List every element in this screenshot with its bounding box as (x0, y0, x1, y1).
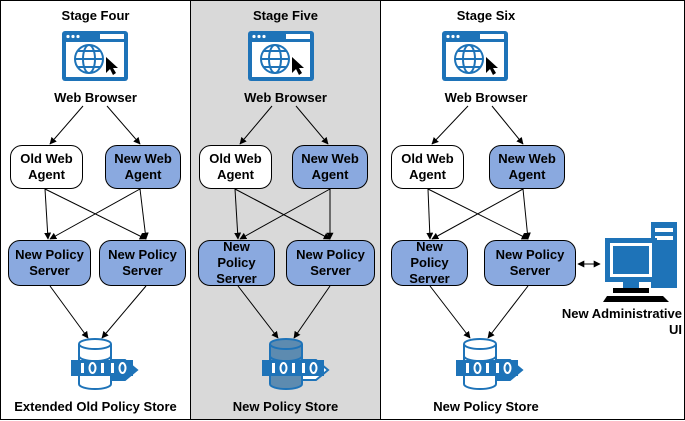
computer-icon (603, 222, 677, 302)
stage-five-policy-server-left: New Policy Server (198, 239, 275, 286)
web-browser-icon (442, 31, 508, 81)
stage-four-title: Stage Four (61, 8, 130, 23)
database-icon (456, 338, 524, 390)
stage-six-new-web-agent: New Web Agent (489, 145, 565, 189)
stage-five-policy-server-right: New Policy Server (286, 240, 375, 286)
database-icon (262, 338, 330, 390)
stage-five-store-label: New Policy Store (232, 399, 339, 414)
web-browser-icon (248, 31, 314, 81)
stage-six-old-web-agent: Old Web Agent (391, 145, 464, 189)
stage-six-store-label: New Policy Store (433, 399, 539, 414)
stage-six-panel (380, 0, 685, 420)
stage-four-new-web-agent: New Web Agent (105, 145, 181, 189)
stage-five-title: Stage Five (252, 8, 319, 23)
stage-four-old-web-agent: Old Web Agent (10, 145, 83, 189)
stage-four-browser-label: Web Browser (54, 90, 137, 105)
stage-six-policy-server-right: New Policy Server (484, 240, 576, 286)
stage-four-policy-server-right: New Policy Server (99, 240, 186, 286)
stage-four-policy-server-left: New Policy Server (8, 240, 91, 286)
stage-five-old-web-agent: Old Web Agent (199, 145, 272, 189)
stage-five-browser-label: Web Browser (244, 90, 327, 105)
database-icon (71, 338, 139, 390)
stage-four-store-label: Extended Old Policy Store (14, 399, 177, 414)
stage-five-new-web-agent: New Web Agent (292, 145, 368, 189)
stage-six-browser-label: Web Browser (444, 90, 528, 105)
stage-six-admin-label: New Administrative UI (561, 306, 682, 337)
stage-six-title: Stage Six (456, 8, 516, 23)
stage-six-policy-server-left: New Policy Server (391, 239, 468, 286)
web-browser-icon (62, 31, 128, 81)
